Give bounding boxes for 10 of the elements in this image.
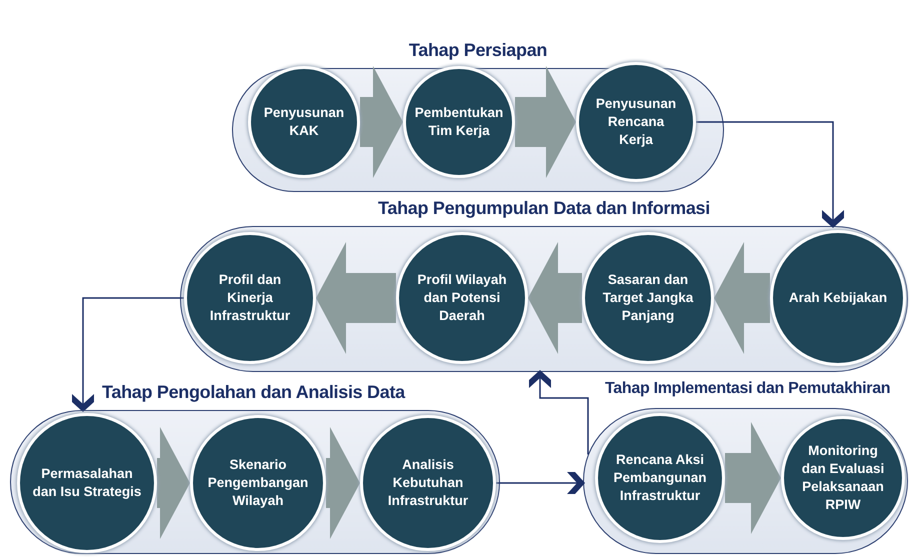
block-arrow — [714, 242, 770, 354]
block-arrow — [360, 66, 403, 178]
block-arrow — [316, 242, 396, 354]
block-arrow — [528, 242, 582, 354]
stage-title: Tahap Pengumpulan Data dan Informasi — [378, 198, 710, 219]
stage-title: Tahap Pengolahan dan Analisis Data — [102, 382, 405, 403]
stage-title: Tahap Implementasi dan Pemutakhiran — [605, 380, 890, 398]
block-arrow — [157, 427, 190, 539]
stage-title: Tahap Persiapan — [408, 40, 548, 61]
block-arrow — [326, 427, 360, 539]
